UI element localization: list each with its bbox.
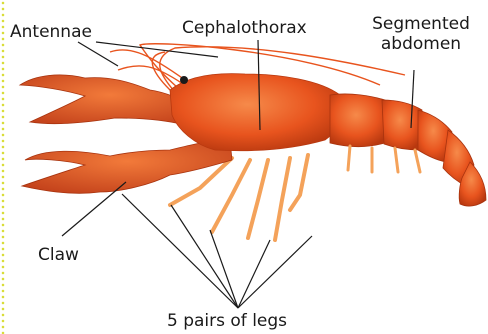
eye-illustration <box>180 76 188 84</box>
claw-label: Claw <box>38 245 79 265</box>
abdomen-label-line2: abdomen <box>366 34 476 54</box>
abdomen-label: Segmented abdomen <box>366 14 476 54</box>
legs-label: 5 pairs of legs <box>167 311 287 331</box>
cephalothorax-label: Cephalothorax <box>182 18 307 38</box>
abdomen-illustration <box>330 94 486 206</box>
antennae-label: Antennae <box>10 22 92 42</box>
abdomen-label-line1: Segmented <box>366 14 476 34</box>
cephalothorax-illustration <box>170 74 342 151</box>
